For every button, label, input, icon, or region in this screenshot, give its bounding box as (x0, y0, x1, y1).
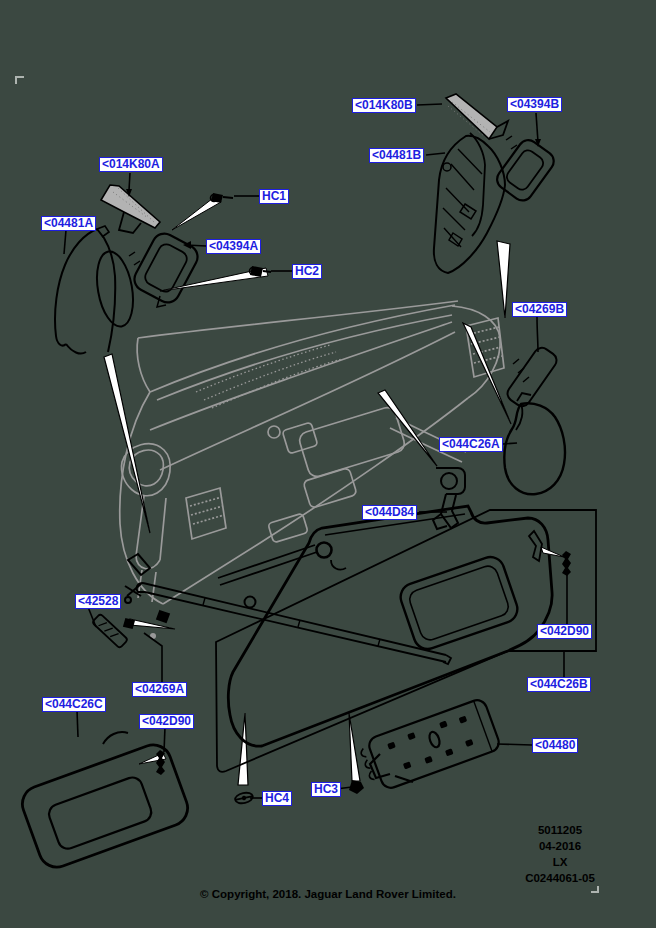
figure-stamp: 5011205 04-2016 LX C0244061-05 (505, 822, 615, 886)
label-044D84[interactable]: <044D84 (362, 505, 417, 520)
label-HC1[interactable]: HC1 (259, 189, 289, 204)
pillar-panel-rh (434, 133, 505, 273)
label-04394B[interactable]: <04394B (507, 97, 562, 112)
label-04269B[interactable]: <04269B (512, 302, 567, 317)
corner-mark-top-left (15, 76, 24, 84)
label-044C26A[interactable]: <044C26A (439, 437, 503, 452)
leader-arrowheads (126, 139, 541, 249)
label-044C26B[interactable]: <044C26B (527, 677, 591, 692)
label-044C26C[interactable]: <044C26C (42, 697, 106, 712)
tweeter-bezel-lh (129, 229, 202, 307)
label-04481B[interactable]: <04481B (369, 148, 424, 163)
label-04480[interactable]: <04480 (532, 738, 578, 753)
stamp-line: C0244061-05 (505, 870, 615, 886)
callout-frame (216, 510, 596, 772)
bracket-044d84 (433, 468, 465, 529)
stud-042d90-lh (139, 750, 166, 775)
label-014K80A[interactable]: <014K80A (99, 157, 163, 172)
label-HC2[interactable]: HC2 (292, 264, 322, 279)
mirror-mount-42528 (92, 614, 156, 649)
label-04481A[interactable]: <04481A (41, 216, 96, 231)
label-042D90-lh[interactable]: <042D90 (139, 714, 194, 729)
label-42528[interactable]: <42528 (75, 594, 121, 609)
pillar-applique-rh (446, 94, 508, 139)
sun-visor-lh (17, 732, 192, 872)
airbag-module (357, 697, 501, 793)
visor-rod (218, 543, 346, 586)
label-014K80B[interactable]: <014K80B (352, 98, 416, 113)
stamp-line: 04-2016 (505, 838, 615, 854)
label-HC3[interactable]: HC3 (311, 782, 341, 797)
pillar-panel-lh (55, 226, 138, 354)
instrument-panel-drawing (120, 301, 504, 604)
stamp-line: 5011205 (505, 822, 615, 838)
label-04394A[interactable]: <04394A (206, 239, 261, 254)
header-trim-rh (504, 345, 559, 410)
copyright-line: © Copyright, 2018. Jaguar Land Rover Lim… (0, 888, 656, 900)
label-042D90-rh[interactable]: <042D90 (537, 624, 592, 639)
label-HC4[interactable]: HC4 (262, 791, 292, 806)
stamp-line: LX (505, 854, 615, 870)
fastener-hc1 (172, 193, 233, 230)
header-rail-trim (137, 583, 451, 664)
label-04269A[interactable]: <04269A (132, 682, 187, 697)
